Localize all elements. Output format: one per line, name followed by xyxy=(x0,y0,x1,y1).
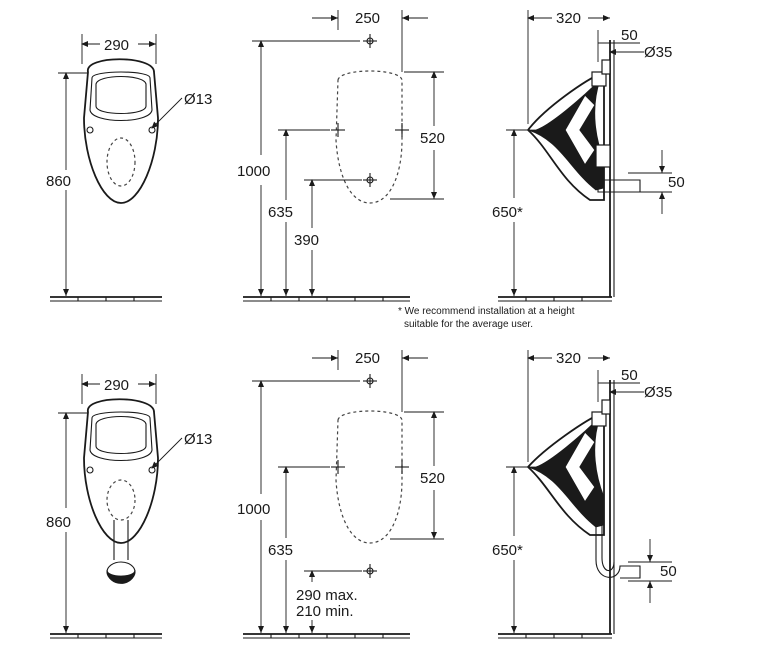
bottom-installation-view: 250 1000 635 290 max. 210 min. 520 xyxy=(237,350,445,639)
span-label: 520 xyxy=(420,130,445,147)
siphon-pipe xyxy=(113,520,129,560)
fixing-hole-left xyxy=(86,126,94,134)
min-height-label: 210 min. xyxy=(296,603,354,620)
floor-line xyxy=(498,633,612,639)
fixing-point-right xyxy=(395,460,409,474)
height-label: 860 xyxy=(46,514,71,531)
max-height-label: 290 max. xyxy=(296,587,358,604)
outlet-size-label: 50 xyxy=(660,563,677,580)
outlet-point xyxy=(363,173,377,187)
pipe-diameter-label: Ø35 xyxy=(644,44,672,61)
floor-line xyxy=(243,633,410,639)
fixing-point-left xyxy=(331,460,345,474)
spacing-label: 250 xyxy=(355,350,380,367)
recommendation-note: * We recommend installation at a height … xyxy=(398,306,575,330)
width-label: 290 xyxy=(104,37,129,54)
wall xyxy=(609,380,615,634)
level-635-label: 635 xyxy=(268,204,293,221)
siphon-pipe xyxy=(595,520,641,579)
floor-line xyxy=(498,296,612,302)
top-installation-view: 250 1000 635 390 520 xyxy=(237,10,445,302)
top-front-view: 290 Ø13 860 xyxy=(46,34,212,302)
inlet-connector xyxy=(591,411,607,427)
mount-height-label: 650* xyxy=(492,542,523,559)
height-label: 860 xyxy=(46,173,71,190)
depth-label: 320 xyxy=(556,350,581,367)
wall-offset-label: 50 xyxy=(621,367,638,384)
fixing-point-top xyxy=(363,34,377,48)
total-height-label: 1000 xyxy=(237,163,270,180)
urinal-outline-dashed xyxy=(335,70,403,204)
fixing-point-top xyxy=(363,374,377,388)
note-line-1: * We recommend installation at a height xyxy=(398,306,575,317)
top-side-view: 320 50 Ø35 650* 50 xyxy=(492,10,685,302)
hole-diameter-label: Ø13 xyxy=(184,431,212,448)
fixing-point-left xyxy=(331,123,345,137)
outlet-connector xyxy=(595,144,611,168)
inlet-connector xyxy=(591,71,607,87)
wall xyxy=(609,40,615,297)
wall-offset-label: 50 xyxy=(621,27,638,44)
urinal-outline xyxy=(83,398,159,544)
mount-height-label: 650* xyxy=(492,204,523,221)
floor-line xyxy=(243,296,410,302)
fixing-hole-left xyxy=(86,466,94,474)
outlet-size-label: 50 xyxy=(668,174,685,191)
urinal-outline xyxy=(83,58,159,204)
total-height-label: 1000 xyxy=(237,501,270,518)
depth-label: 320 xyxy=(556,10,581,27)
width-label: 290 xyxy=(104,377,129,394)
urinal-bowl xyxy=(89,411,153,462)
pipe-diameter-label: Ø35 xyxy=(644,384,672,401)
outlet-point xyxy=(363,564,377,578)
drain-grid xyxy=(106,479,136,521)
hole-diameter-label: Ø13 xyxy=(184,91,212,108)
note-line-2: suitable for the average user. xyxy=(404,319,533,330)
level-635-label: 635 xyxy=(268,542,293,559)
bottom-side-view: 320 50 Ø35 650* 50 xyxy=(492,350,677,639)
fixing-point-right xyxy=(395,123,409,137)
span-label: 520 xyxy=(420,470,445,487)
bottom-front-view: 290 Ø13 860 xyxy=(46,374,212,639)
spacing-label: 250 xyxy=(355,10,380,27)
urinal-outline-dashed xyxy=(335,410,403,544)
drain-grid xyxy=(106,137,136,187)
floor-line xyxy=(50,633,162,639)
urinal-bowl xyxy=(89,71,153,122)
level-390-label: 390 xyxy=(294,232,319,249)
floor-line xyxy=(50,296,162,302)
